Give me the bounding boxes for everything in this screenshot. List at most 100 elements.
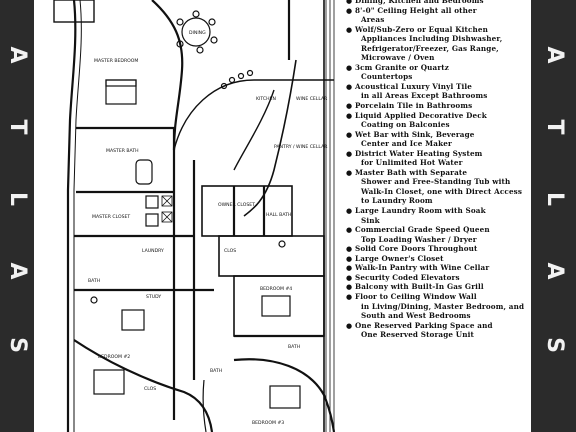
shaft xyxy=(161,211,173,223)
feature-line-continued: in Living/Dining, Master Bedroom, and So… xyxy=(361,301,525,321)
brand-letter: A xyxy=(542,262,567,280)
feature-line-continued: for Unlimited Hot Water xyxy=(361,158,463,168)
feature-item: ●Security Coded Elevators xyxy=(346,273,529,283)
feature-item: ●Balcony with Built-In Gas Grill xyxy=(346,282,529,292)
bullet-icon: ● xyxy=(346,253,353,263)
bullet-icon: ● xyxy=(346,5,353,15)
bullet-icon: ● xyxy=(346,167,353,177)
feature-item: ●Porcelain Tile in Bathrooms xyxy=(346,101,529,111)
room-label-bedroom-4: BEDROOM #4 xyxy=(260,286,292,292)
feature-line: Walk-In Pantry with Wine Cellar xyxy=(355,263,490,273)
room-label-bath: BATH xyxy=(288,344,300,350)
feature-line: Master Bath with Separate xyxy=(355,167,468,177)
room-label-dining: DINING xyxy=(189,30,206,36)
bullet-icon: ● xyxy=(346,110,353,120)
bedroom4-block xyxy=(233,275,325,337)
bullet-icon: ● xyxy=(346,24,353,34)
bar-stool xyxy=(228,76,236,84)
bullet-icon: ● xyxy=(346,206,353,216)
feature-line: Balcony with Built-In Gas Grill xyxy=(355,282,484,292)
feature-line-continued: Coating on Balconies xyxy=(361,120,450,130)
feature-line: Commercial Grade Speed Queen xyxy=(355,225,490,235)
floor-plan: DINING MASTER BEDROOM KITCHEN WINE CELLA… xyxy=(34,0,340,432)
toilet xyxy=(278,240,286,248)
room-label-bath: BATH xyxy=(88,278,100,284)
floor-plan-drawing: DINING MASTER BEDROOM KITCHEN WINE CELLA… xyxy=(53,0,336,432)
brand-letter: L xyxy=(5,191,30,207)
feature-line: Large Laundry Room with Soak xyxy=(355,206,486,216)
feature-line: Liquid Applied Decorative Deck xyxy=(355,110,487,120)
dining-chair xyxy=(176,18,184,26)
bath-tub xyxy=(135,159,153,185)
bullet-icon: ● xyxy=(346,320,353,330)
shower xyxy=(145,195,159,209)
bed xyxy=(121,309,145,331)
bed-headboard xyxy=(105,79,137,87)
feature-line-continued: Areas xyxy=(361,15,385,25)
bed xyxy=(105,79,137,105)
room-label-master-bath: MASTER BATH xyxy=(106,148,139,154)
feature-line-continued: Center and Ice Maker xyxy=(361,139,452,149)
feature-line: Floor to Ceiling Window Wall xyxy=(355,291,477,301)
bedroom3-window-wall xyxy=(233,358,336,432)
bullet-icon: ● xyxy=(346,291,353,301)
bullet-icon: ● xyxy=(346,244,353,254)
room-label-laundry: LAUNDRY xyxy=(142,248,164,254)
room-label-wine-cellar: WINE CELLAR xyxy=(296,96,328,102)
feature-line: Dining, Kitchen and Bedrooms xyxy=(355,0,484,5)
dining-chair xyxy=(196,46,204,54)
exterior-wall-lower xyxy=(73,339,214,432)
master-bedroom-window-wall xyxy=(151,0,184,151)
shaft xyxy=(161,195,173,207)
feature-line-continued: Sink xyxy=(361,215,380,225)
room-label-bedroom-3: BEDROOM #3 xyxy=(252,420,284,426)
bar-stool xyxy=(246,69,254,77)
hall-bath-block xyxy=(218,235,325,277)
room-label-pantry: PANTRY / WINE CELLAR xyxy=(274,144,328,150)
room-label-clos: CLOS xyxy=(144,386,156,392)
bullet-icon: ● xyxy=(346,0,353,5)
dining-chair xyxy=(176,40,184,48)
brand-letter: S xyxy=(542,337,567,353)
feature-line: Acoustical Luxury Vinyl Tile xyxy=(355,81,472,91)
pantry-curve xyxy=(233,89,275,171)
owner-closet-block xyxy=(201,185,293,237)
bed xyxy=(261,295,291,317)
feature-line-continued: Top Loading Washer / Dryer xyxy=(361,234,477,244)
room-label-study: STUDY xyxy=(146,294,161,300)
feature-line-continued: Appliances Including Dishwasher, Refrige… xyxy=(361,34,503,63)
feature-line: Large Owner's Closet xyxy=(355,253,444,263)
brand-letter: A xyxy=(5,46,30,64)
bullet-icon: ● xyxy=(346,282,353,292)
dining-table xyxy=(181,17,211,47)
feature-line: Wolf/Sub-Zero or Equal Kitchen xyxy=(355,24,488,34)
bar-stool xyxy=(220,82,228,90)
left-brand-band: A T L A S xyxy=(0,0,34,432)
feature-line: 8'-0" Ceiling Height all other xyxy=(355,5,477,15)
feature-line: Security Coded Elevators xyxy=(355,272,460,282)
kitchen-counter-curve xyxy=(173,79,334,151)
feature-line: Porcelain Tile in Bathrooms xyxy=(355,101,473,111)
room-label-bath: BATH xyxy=(210,368,222,374)
bed xyxy=(93,369,125,395)
dining-chair xyxy=(208,18,216,26)
exterior-wall-left xyxy=(66,0,77,432)
room-label-hall-bath: HALL BATH xyxy=(266,212,291,218)
feature-item: ●Dining, Kitchen and Bedrooms xyxy=(346,0,529,6)
feature-item: ●Solid Core Doors Throughout xyxy=(346,244,529,254)
feature-line-continued: in all Areas Except Bathrooms xyxy=(361,91,488,101)
room-label-master-closet: MASTER CLOSET xyxy=(92,214,130,220)
room-label-owner-closet: OWNER CLOSET xyxy=(218,202,255,208)
